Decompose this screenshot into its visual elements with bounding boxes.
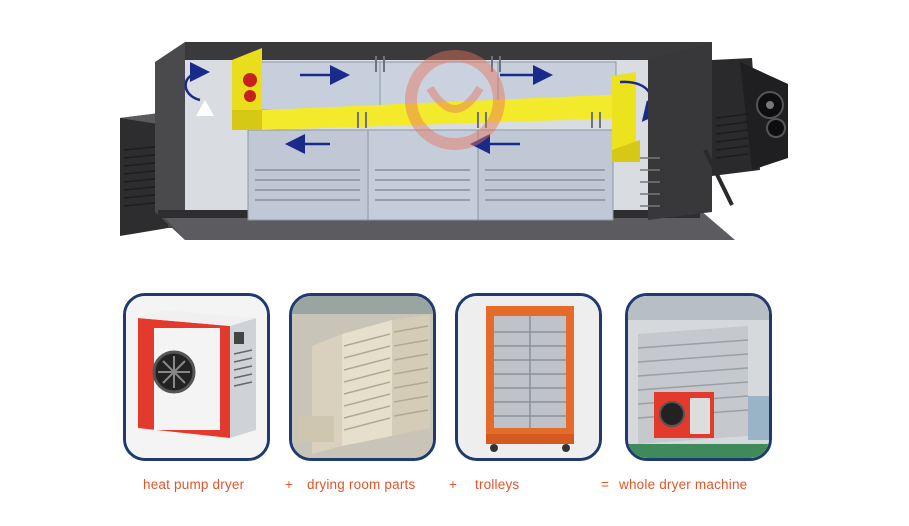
caption-equals: = bbox=[601, 477, 610, 492]
yellow-air-duct bbox=[232, 48, 640, 162]
caption-heat-pump-dryer: heat pump dryer bbox=[143, 477, 245, 492]
panel-handles bbox=[357, 56, 601, 128]
card-heat-pump-dryer bbox=[123, 293, 270, 461]
caption-drying-room-parts: drying room parts bbox=[307, 477, 416, 492]
right-heat-pump-unit bbox=[648, 42, 788, 220]
drying-room-cutaway bbox=[120, 42, 788, 240]
fan-icon bbox=[659, 401, 685, 427]
card-whole-dryer-machine bbox=[625, 293, 772, 461]
caption-trolleys: trolleys bbox=[475, 477, 520, 492]
watermark-logo bbox=[405, 50, 505, 150]
card-trolleys bbox=[455, 293, 602, 461]
caption-plus-1: + bbox=[285, 477, 294, 492]
caption-plus-2: + bbox=[449, 477, 458, 492]
door-rails bbox=[640, 157, 660, 207]
airflow-arrow-icon bbox=[184, 62, 663, 154]
vent-marker bbox=[196, 100, 214, 116]
card-drying-room-parts bbox=[289, 293, 436, 461]
caption-whole-dryer-machine: whole dryer machine bbox=[619, 477, 748, 492]
